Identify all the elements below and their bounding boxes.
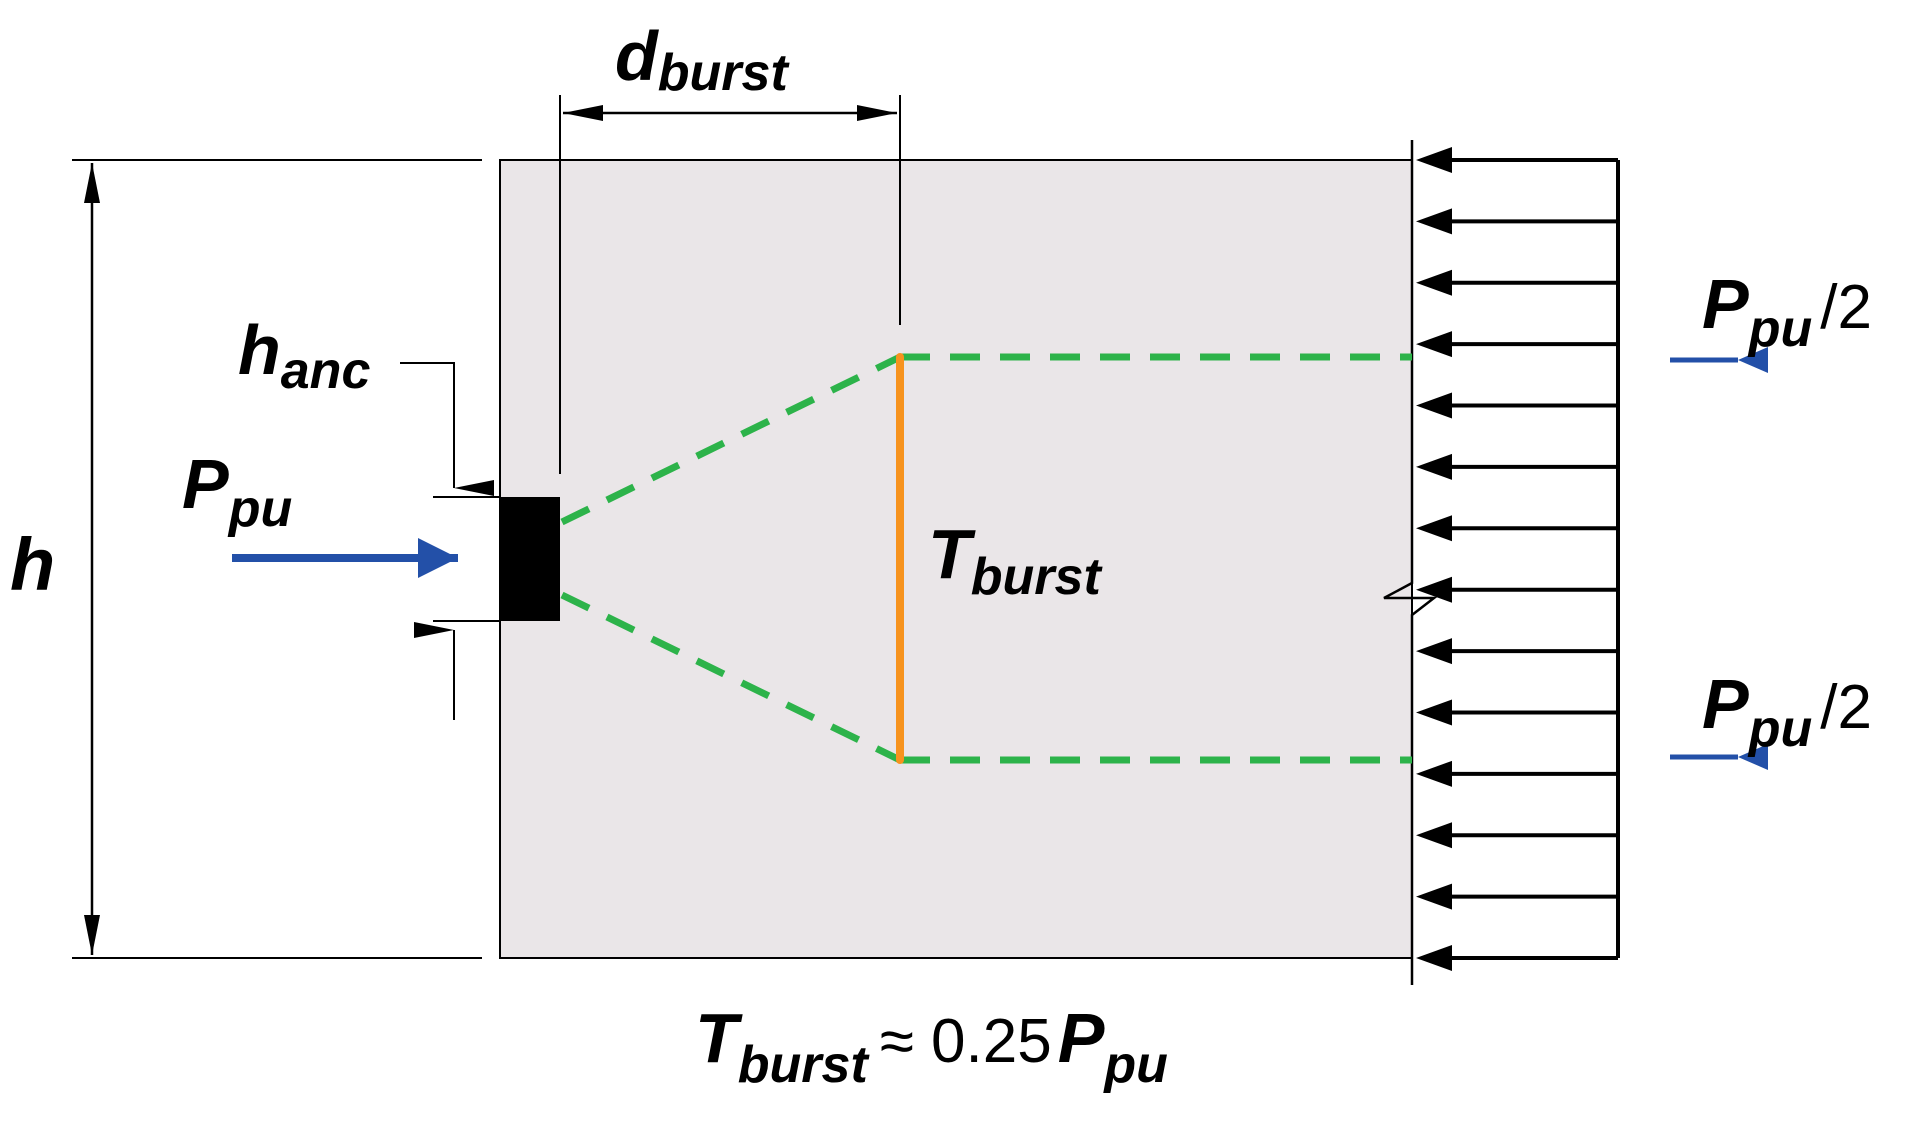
dburst-label: dburst [615, 17, 790, 102]
half-load-label-top: Ppu/2 [1702, 265, 1872, 358]
stress-arrowhead [1416, 208, 1452, 235]
strut-lower-diagonal [560, 591, 902, 764]
hanc-leader [400, 362, 494, 496]
strut-upper-diagonal [560, 353, 902, 526]
hanc-label: hanc [238, 311, 370, 400]
concrete-block [499, 159, 1413, 959]
stress-arrows [1416, 147, 1618, 971]
stress-arrowhead [1416, 883, 1452, 910]
stress-arrowhead [1416, 822, 1452, 849]
stress-arrowhead [1416, 453, 1452, 480]
stress-arrowhead [1416, 760, 1452, 787]
stress-arrowhead [1416, 147, 1452, 173]
stress-arrowhead [1416, 392, 1452, 419]
anchor-plate [500, 497, 560, 621]
tburst-equation: Tburst≈ 0.25Ppu [695, 999, 1168, 1094]
stress-arrowhead [1416, 699, 1452, 726]
h-label: h [10, 523, 55, 606]
stress-arrowhead [1416, 269, 1452, 296]
stress-arrowhead [1416, 945, 1452, 971]
stress-arrowhead [1416, 515, 1452, 542]
half-load-label-bottom: Ppu/2 [1702, 665, 1872, 758]
ppu-label: Ppu [182, 445, 292, 538]
stress-arrowhead [1416, 638, 1452, 665]
stress-arrowhead [1416, 331, 1452, 358]
break-line [1383, 140, 1438, 985]
stress-arrowhead [1416, 576, 1452, 603]
tburst-label: Tburst [928, 515, 1103, 606]
